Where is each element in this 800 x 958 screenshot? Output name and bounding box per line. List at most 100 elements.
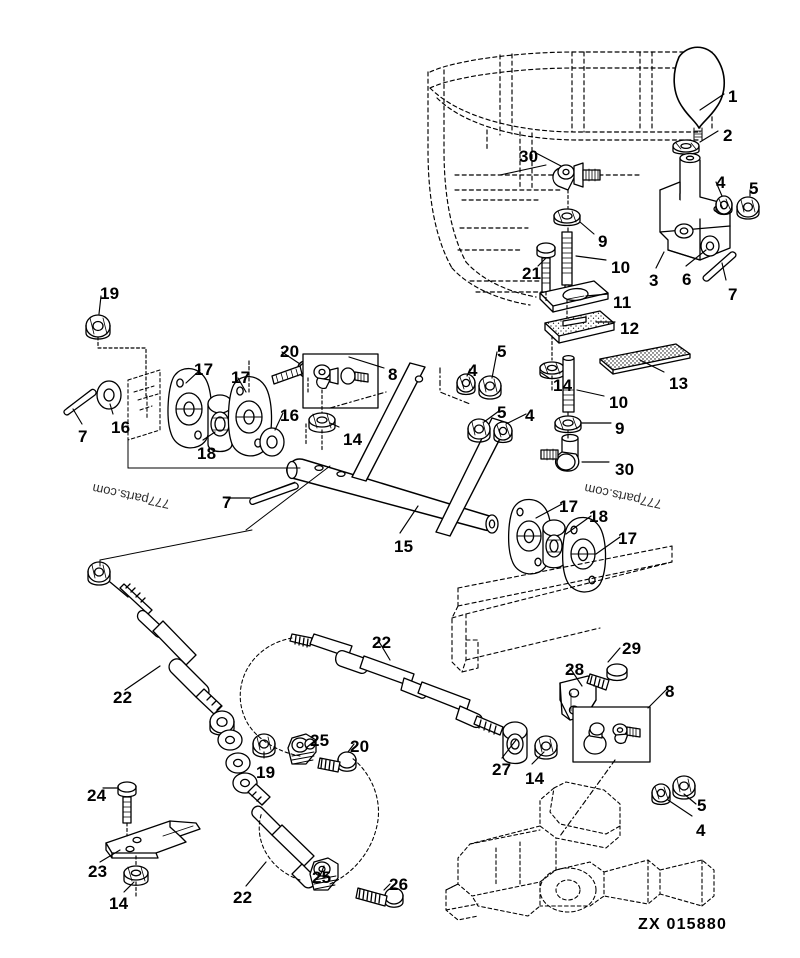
callout-4b: 4 (468, 361, 478, 380)
kit-contents-right (583, 722, 641, 755)
part-10-rod-lower (562, 354, 575, 413)
callout-7c: 7 (222, 493, 232, 512)
callout-7: 7 (728, 285, 738, 304)
callout-10: 10 (611, 258, 631, 277)
callout-4d: 4 (696, 821, 706, 840)
part-4-washer-mid-a (456, 373, 476, 396)
part-23-bracket (105, 820, 201, 859)
callout-22: 22 (113, 688, 133, 707)
callout-15: 15 (394, 537, 414, 556)
callout-5b: 5 (497, 342, 507, 361)
part-9-locknut-upper (553, 208, 581, 227)
callout-9: 9 (598, 232, 608, 251)
callout-4c: 4 (525, 406, 535, 425)
callout-16: 16 (111, 418, 131, 437)
callout-29: 29 (622, 639, 642, 658)
callout-17c: 17 (559, 497, 579, 516)
callout-5d: 5 (697, 796, 707, 815)
callout-25b: 25 (312, 868, 332, 887)
part-18-bearing-right (542, 519, 566, 569)
callout-22b: 22 (372, 633, 392, 652)
callout-14c: 14 (525, 769, 545, 788)
callout-18b: 18 (589, 507, 609, 526)
callout-17: 17 (194, 360, 214, 379)
part-17-housing-a (167, 367, 213, 449)
callout-13: 13 (669, 374, 689, 393)
part-5-nut-mid-a (478, 375, 502, 400)
part-22-cable-left (87, 561, 317, 889)
callout-19b: 19 (256, 763, 276, 782)
part-6-washer (700, 235, 720, 257)
part-13-pad (599, 343, 691, 375)
part-7-rollpin-center (249, 481, 299, 506)
part-16-washer-mid (259, 427, 285, 457)
callout-4: 4 (716, 173, 726, 192)
drawing-number: ZX 015880 (638, 916, 728, 933)
callout-14b: 14 (343, 430, 363, 449)
part-12-mounting-plate (544, 310, 615, 344)
part-5-nut-top (736, 196, 760, 220)
callout-23: 23 (88, 862, 108, 881)
callout-3: 3 (649, 271, 659, 290)
cable-loop-phantom (239, 637, 380, 885)
callout-17b: 17 (231, 368, 251, 387)
callout-28: 28 (565, 660, 585, 679)
part-19-nut-left (85, 314, 111, 340)
part-15-cross-shaft (286, 362, 509, 537)
part-17-housing-c (508, 498, 553, 575)
part-25-clamp-lower (309, 857, 339, 891)
chassis-beam-phantom (451, 545, 673, 673)
part-8-kit-box-left (302, 353, 379, 409)
part-1-knob (673, 46, 726, 141)
part-14-nut-cable (534, 735, 558, 760)
callout-14d: 14 (109, 894, 129, 913)
callout-1: 1 (728, 87, 738, 106)
callout-11: 11 (613, 293, 632, 312)
part-25-clamp-upper (287, 733, 317, 765)
part-14-nut-left (308, 412, 336, 433)
part-2-locknut (672, 139, 700, 155)
part-4-washer-bottom (651, 783, 671, 806)
callout-8b: 8 (665, 682, 675, 701)
callout-19: 19 (100, 284, 120, 303)
part-30-balljoint-upper (552, 162, 601, 191)
callout-17d: 17 (618, 529, 638, 548)
callout-8: 8 (388, 365, 398, 384)
callout-21: 21 (522, 264, 542, 283)
callout-26: 26 (389, 875, 409, 894)
callout-5c: 5 (497, 403, 507, 422)
part-5-nut-mid-b (467, 418, 491, 443)
callout-6: 6 (682, 270, 692, 289)
part-4-washer-top (715, 195, 733, 216)
part-30-balljoint-lower (540, 433, 580, 472)
callout-20b: 20 (350, 737, 370, 756)
callout-25: 25 (310, 731, 330, 750)
part-4-washer-mid-b (493, 421, 513, 444)
callout-30b: 30 (615, 460, 635, 479)
callout-24: 24 (87, 786, 107, 805)
callout-20: 20 (280, 342, 300, 361)
part-16-washer-left (96, 380, 122, 410)
leader-lines (72, 93, 751, 897)
callout-14: 14 (553, 376, 573, 395)
phantom-plate-left (127, 369, 161, 441)
part-24-bolt (117, 781, 137, 824)
callout-2: 2 (723, 126, 733, 145)
part-18-bearing-left (207, 394, 233, 453)
callout-18: 18 (197, 444, 217, 463)
part-17-housing-d (562, 516, 607, 593)
callout-5: 5 (749, 179, 759, 198)
part-5-nut-bottom (672, 775, 696, 800)
callout-30: 30 (519, 147, 539, 166)
part-7-rollpin-left (63, 388, 97, 416)
part-27-cable-end (502, 721, 528, 765)
cab-phantom-outline (427, 51, 713, 306)
part-26-bolt (355, 887, 404, 908)
part-20-bolt-clamp (317, 751, 357, 773)
part-29-screw (586, 663, 628, 691)
callout-9b: 9 (615, 419, 625, 438)
callout-22c: 22 (233, 888, 253, 907)
callout-7b: 7 (78, 427, 88, 446)
